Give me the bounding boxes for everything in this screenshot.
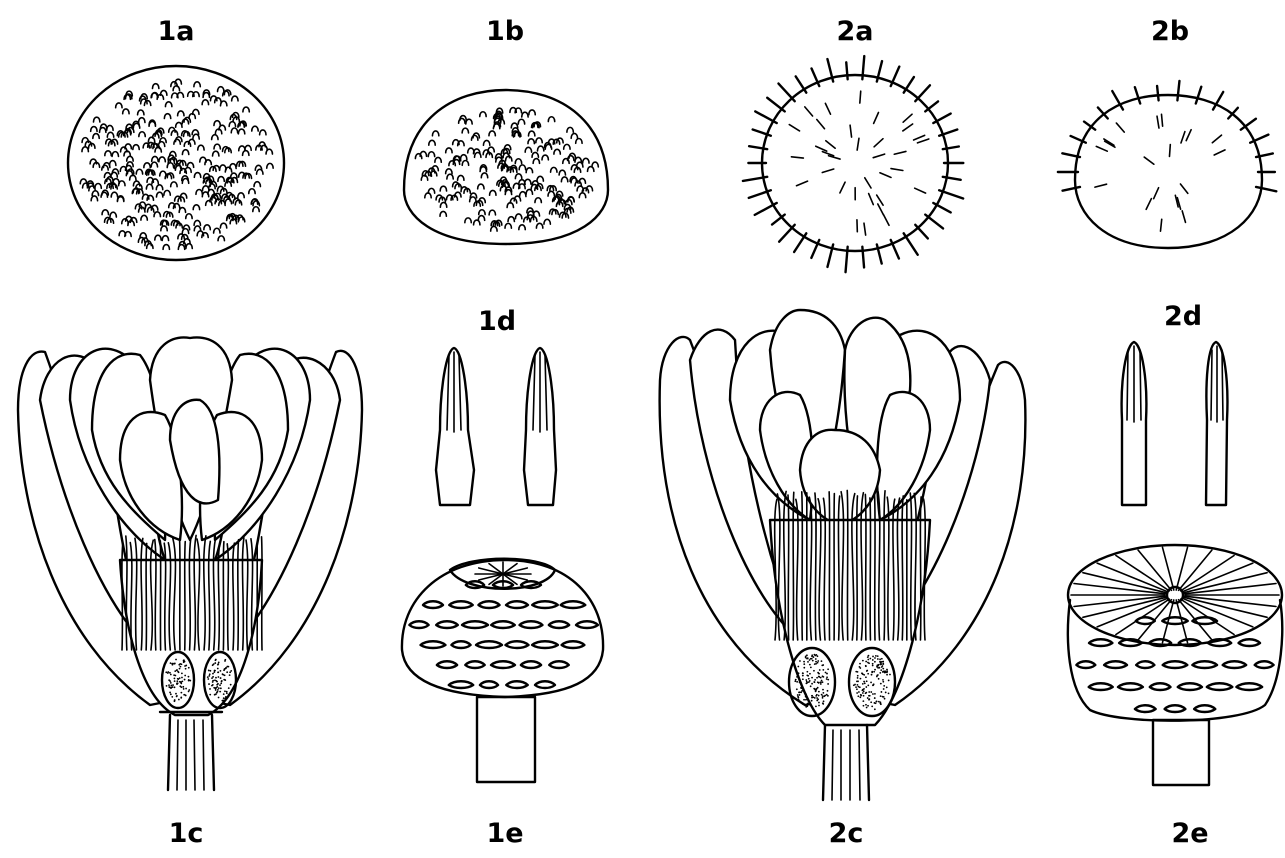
drawing-1d [436, 348, 556, 505]
label-1a: 1a [157, 16, 194, 47]
drawing-2d [1122, 342, 1228, 505]
drawing-2e [1068, 545, 1282, 785]
label-2e: 2e [1171, 818, 1208, 849]
drawing-1e [402, 559, 603, 782]
label-2c: 2c [829, 818, 864, 849]
label-1c: 1c [169, 818, 204, 849]
drawing-1a [68, 66, 284, 260]
drawing-2a [743, 56, 963, 272]
label-1e: 1e [486, 818, 523, 849]
drawing-1b [404, 90, 608, 244]
drawing-1c [18, 337, 362, 790]
drawing-2c [660, 310, 1026, 800]
label-2d: 2d [1164, 301, 1202, 332]
drawing-2b [1058, 81, 1276, 248]
label-1b: 1b [486, 16, 524, 47]
label-1d: 1d [478, 306, 516, 337]
label-2a: 2a [836, 16, 873, 47]
label-2b: 2b [1151, 16, 1189, 47]
